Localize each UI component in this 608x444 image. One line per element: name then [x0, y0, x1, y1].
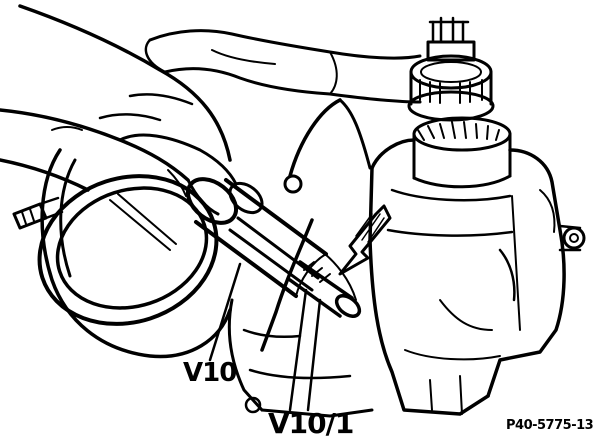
label-tool-v10-1: V10/1	[268, 407, 354, 440]
label-tool-v10: V10	[183, 358, 237, 388]
castle-nut	[407, 16, 495, 122]
figure-reference-code: P40-5775-13	[506, 418, 594, 433]
tool-v10-sleeve	[186, 177, 328, 298]
valve-body	[227, 98, 374, 418]
gear-housing	[368, 138, 586, 416]
hand	[0, 4, 238, 216]
sector-shaft-collar	[412, 116, 512, 189]
pitman-arm	[144, 29, 422, 104]
direction-arrow	[338, 204, 392, 276]
tool-v10-1-drift	[288, 260, 362, 318]
leader-lines	[208, 262, 322, 412]
hose-fitting	[12, 196, 64, 230]
